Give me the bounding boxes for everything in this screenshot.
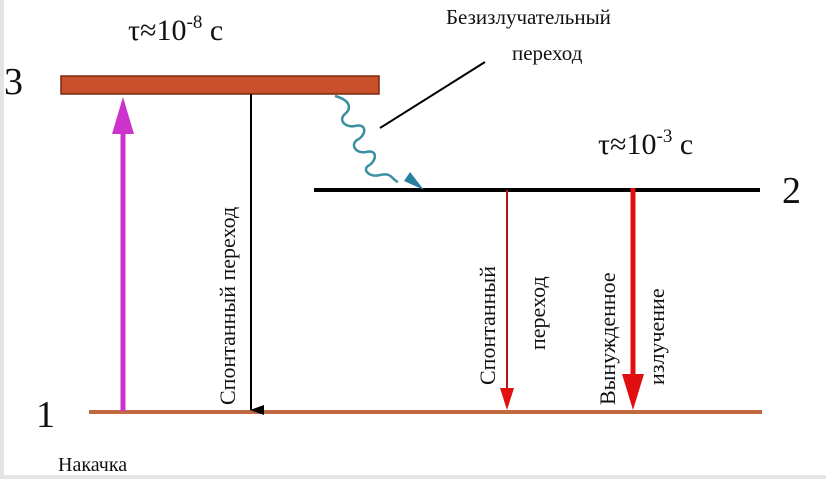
stimulated-label-line1: Вынужденное xyxy=(595,272,620,405)
stimulated-emission-arrow xyxy=(622,188,644,410)
level-3-label: 3 xyxy=(4,61,23,103)
stimulated-label-line2: излучение xyxy=(644,288,669,385)
spontaneous-3-1-label: Спонтанный переход xyxy=(215,207,240,405)
spontaneous-2-1-label-line1: Спонтанный xyxy=(475,266,500,385)
spontaneous-2-1-label-line2: переход xyxy=(525,276,550,350)
nonradiative-label-line1: Безизлучательный xyxy=(446,5,611,29)
level-3-bar xyxy=(60,75,380,95)
pump-label: Накачка xyxy=(58,454,127,476)
lifetime-level-3: τ≈10-8 с xyxy=(128,12,223,47)
pump-arrow xyxy=(112,97,134,411)
level-2-label: 2 xyxy=(782,170,801,212)
nonradiative-arrow xyxy=(334,94,424,190)
level-1-label: 1 xyxy=(36,394,55,436)
nonradiative-label-line2: переход xyxy=(512,41,583,65)
lifetime-level-2: τ≈10-3 с xyxy=(598,126,693,161)
spontaneous-2-1-arrow xyxy=(500,190,514,410)
nonradiative-leader-line xyxy=(379,61,486,129)
